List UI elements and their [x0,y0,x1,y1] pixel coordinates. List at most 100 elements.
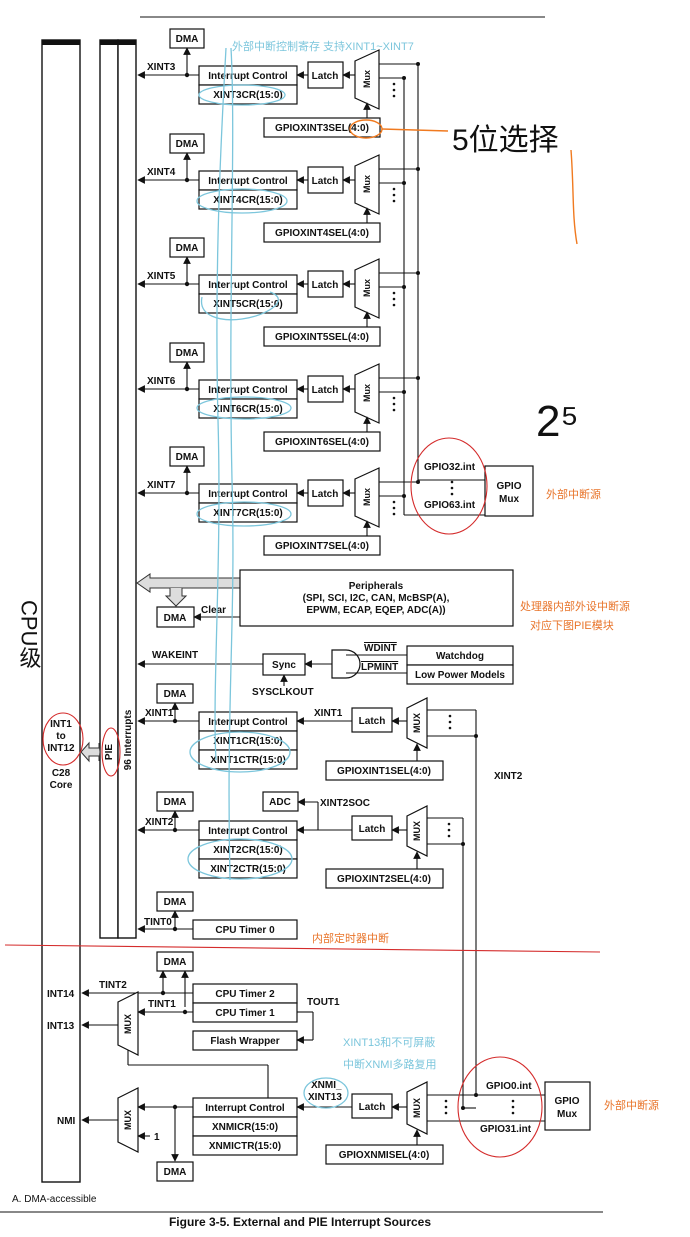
svg-text:DMA: DMA [164,797,187,808]
xint3-mux-label: Mux [362,70,372,88]
ann-ext-src-1: 外部中断源 [546,487,601,501]
svg-text:MUX: MUX [412,821,422,841]
ann-cpu-level: CPU级 [17,600,42,669]
lpmint-label: LPMINT [361,662,398,673]
xint1-latch [351,707,393,733]
xint1-sel [325,760,444,781]
ann-internal-timer: 内部定时器中断 [312,931,389,945]
xint6-ellipsis-1 [392,402,396,406]
pie-core-arrow [80,741,101,763]
wdint-label: WDINT [364,643,397,654]
svg-text:Latch: Latch [359,824,386,835]
ann-proc-periph-2: 对应下图PIE模块 [530,618,614,632]
xint7-cr [198,502,298,523]
int13-label: INT13 [47,1021,75,1032]
tout1-label: TOUT1 [307,997,340,1008]
xint6-junction [184,386,190,392]
dma-xint3-label: DMA [176,34,199,45]
pie-label: PIE [104,744,115,760]
svg-text:Interrupt Control: Interrupt Control [208,826,288,837]
xint4-ellipsis-0 [392,187,396,191]
blue-trace-2 [228,47,234,881]
xint2-side-label: XINT2 [494,771,523,782]
core-to: to [56,731,65,742]
xint7-mux [354,467,380,528]
and-gate [331,649,361,679]
dma-timer12 [156,951,194,972]
gpio-mux-lower [544,1081,591,1131]
xnmi-sel [325,1144,444,1165]
xint1-label-right: XINT1 [314,708,343,719]
svg-text:DMA: DMA [164,689,187,700]
svg-text:GPIOXNMISEL(4:0): GPIOXNMISEL(4:0) [339,1150,430,1161]
xint7-cr-label: XINT7CR(15:0) [213,508,282,519]
gpio-mux-upper-l2: Mux [499,494,519,505]
peripherals-arrow [136,573,241,593]
svg-text:MUX: MUX [123,1014,133,1034]
svg-text:Mux: Mux [557,1109,577,1120]
svg-text:XINT2CR(15:0): XINT2CR(15:0) [213,845,282,856]
ann-xint13-1: XINT13和不可屏蔽 [343,1036,435,1049]
xint2-ctr [198,858,298,879]
xint7-ellipsis-2 [392,512,396,516]
pie-bar-top [100,40,136,45]
svg-text:GPIO: GPIO [554,1096,579,1107]
gpio0-int: GPIO0.int [486,1081,532,1092]
int14-label: INT14 [47,989,75,1000]
svg-text:DMA: DMA [164,613,187,624]
xint4-junction [184,177,190,183]
ann-proc-periph-1: 处理器内部外设中断源 [520,599,630,613]
xint3-mux [354,49,380,110]
low-power-box [406,664,514,685]
xint6-cr [198,398,298,419]
svg-text:MUX: MUX [412,1098,422,1118]
svg-text:XINT1CR(15:0): XINT1CR(15:0) [213,736,282,747]
ann-two-pow: 2⁵ [536,397,579,446]
xnmi-mux [406,1081,428,1135]
ann-five-bit: 5位选择 [452,124,559,157]
c28-core-bar-top [42,40,80,45]
xint7-junction [184,490,190,496]
sysclkout-label: SYSCLKOUT [252,687,314,698]
nmi-one-label: 1 [154,1132,160,1143]
dma-xint6-label: DMA [176,348,199,359]
dma-xint4-label: DMA [176,139,199,150]
xnmictr [192,1135,298,1156]
xint5-line-label: XINT5 [147,271,176,282]
xint4-ellipsis-2 [392,199,396,203]
svg-text:Latch: Latch [359,716,386,727]
gpio32-int: GPIO32.int [424,462,476,473]
tint1-label: TINT1 [148,999,176,1010]
xint6-ellipsis-2 [392,408,396,412]
c28-core-bar [41,39,81,1183]
svg-text:XINT1CTR(15:0): XINT1CTR(15:0) [210,755,286,766]
figure-caption: Figure 3-5. External and PIE Interrupt S… [169,1215,431,1229]
xint4-sel-label: GPIOXINT4SEL(4:0) [275,228,369,239]
xint5-cr-label: XINT5CR(15:0) [213,299,282,310]
tint0-label: TINT0 [144,917,172,928]
xint4-mux [354,154,380,215]
gpio63-int: GPIO63.int [424,500,476,511]
nmi-mux [117,1087,139,1153]
xint4-ellipsis-1 [392,193,396,197]
xint5-sel-label: GPIOXINT5SEL(4:0) [275,332,369,343]
svg-text:Low Power Models: Low Power Models [415,670,505,681]
xint4-latch [307,166,344,194]
peripherals-l1: Peripherals [349,581,404,592]
xint6-mux-label: Mux [362,384,372,402]
svg-text:Interrupt Control: Interrupt Control [205,1103,285,1114]
xint5-mux-label: Mux [362,279,372,297]
svg-text:MUX: MUX [123,1110,133,1130]
xint3-ellipsis-1 [392,88,396,92]
xint6-line-label: XINT6 [147,376,176,387]
xint5-ellipsis-0 [392,291,396,295]
svg-text:XINT2CTR(15:0): XINT2CTR(15:0) [210,864,286,875]
nmi-label: NMI [57,1116,76,1127]
xint7-mux-label: Mux [362,488,372,506]
ann-ext-src-2: 外部中断源 [604,1098,659,1112]
xint2soc-label: XINT2SOC [320,798,370,809]
svg-text:GPIOXINT2SEL(4:0): GPIOXINT2SEL(4:0) [337,874,431,885]
svg-text:XNMICR(15:0): XNMICR(15:0) [212,1122,278,1133]
svg-text:Latch: Latch [359,1102,386,1113]
xint7-sel [263,535,381,556]
